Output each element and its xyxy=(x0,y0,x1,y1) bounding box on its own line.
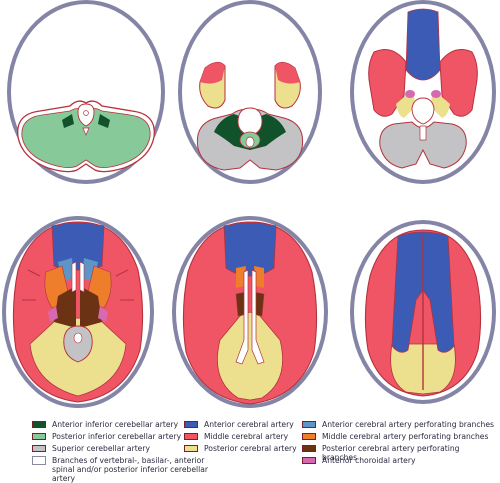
legend-item-aica: Anterior inferior cerebellar artery xyxy=(32,420,182,429)
swatch-pca-perf xyxy=(302,445,316,452)
legend-label: Superior cerebellar artery xyxy=(52,444,150,453)
legend-item-pca: Posterior cerebral artery xyxy=(184,444,304,453)
territory-achoa-left xyxy=(405,90,415,98)
swatch-pica xyxy=(32,433,46,440)
lateral-ventricles xyxy=(235,269,265,365)
territory-aca xyxy=(405,8,441,81)
legend-item-mca: Middle cerebral artery xyxy=(184,432,304,441)
swatch-mca-perf xyxy=(302,433,316,440)
legend-label: Anterior cerebral artery xyxy=(204,420,294,429)
legend-label: Posterior inferior cerebellar artery xyxy=(52,432,182,441)
territory-achoa xyxy=(48,306,108,322)
legend-label: Branches of vertebral-, basilar-, anteri… xyxy=(52,456,209,483)
legend-label: Anterior choroidal artery xyxy=(322,456,416,465)
swatch-branches xyxy=(32,456,46,465)
slice-6-high-convexity xyxy=(350,220,496,404)
aqueduct xyxy=(73,332,83,344)
territory-pca-perf xyxy=(54,286,102,328)
swatch-pca xyxy=(184,445,198,452)
territory-aca xyxy=(391,231,455,353)
territory-aica-left xyxy=(62,114,74,128)
swatch-aca-perf xyxy=(302,421,316,428)
legend-label: Middle cerebral artery perforating branc… xyxy=(322,432,489,441)
pons-core xyxy=(245,136,255,148)
legend-item-sca: Superior cerebellar artery xyxy=(32,444,182,453)
legend-item-aca-perf: Anterior cerebral artery perforating bra… xyxy=(302,420,496,429)
midbrain xyxy=(411,97,435,125)
legend-label: Anterior inferior cerebellar artery xyxy=(52,420,179,429)
legend-label: Posterior cerebral artery perforating br… xyxy=(322,444,460,462)
slice-5-ventricles xyxy=(172,216,328,408)
medulla-center xyxy=(83,110,89,116)
brainstem-section xyxy=(63,325,93,363)
territory-pca xyxy=(217,311,283,401)
legend-item-mca-perf: Middle cerebral artery perforating branc… xyxy=(302,432,496,441)
territory-mca-right xyxy=(439,49,478,117)
swatch-achoa xyxy=(302,457,316,464)
slice-3-midbrain xyxy=(350,0,496,184)
ventricles xyxy=(71,261,85,293)
territory-mca-left xyxy=(368,49,407,117)
legend-item-branches: Branches of vertebral-, basilar-, anteri… xyxy=(32,456,224,483)
slice-4-basal-ganglia xyxy=(2,216,154,408)
swatch-sca xyxy=(32,445,46,452)
territory-mca-right-pole xyxy=(275,62,300,84)
legend-item-aca: Anterior cerebral artery xyxy=(184,420,304,429)
territory-aca xyxy=(223,222,277,277)
legend-label: Posterior cerebral artery xyxy=(204,444,297,453)
territory-achoa-right xyxy=(431,90,441,98)
swatch-aica xyxy=(32,421,46,428)
territory-sca xyxy=(379,121,467,169)
swatch-mca xyxy=(184,433,198,440)
sulcus-lines xyxy=(22,269,134,301)
legend-item-achoa: Anterior choroidal artery xyxy=(302,456,496,465)
legend-label: Anterior cerebral artery perforating bra… xyxy=(322,420,494,429)
legend-label: Middle cerebral artery xyxy=(204,432,289,441)
legend-item-pca-perf: Posterior cerebral artery perforating br… xyxy=(302,444,496,462)
slice-1-medulla xyxy=(7,0,165,184)
fourth-ventricle xyxy=(82,127,90,136)
legend-item-pica: Posterior inferior cerebellar artery xyxy=(32,432,182,441)
vascular-territory-diagram xyxy=(2,0,496,408)
aqueduct xyxy=(419,125,427,141)
legend: Anterior inferior cerebellar artery Post… xyxy=(0,412,500,483)
territory-aica-right xyxy=(98,114,110,128)
territory-aca-perf xyxy=(58,258,98,282)
territory-pica xyxy=(21,108,151,168)
slice-2-pons xyxy=(178,0,322,184)
territory-mca-left-pole xyxy=(200,62,225,84)
swatch-aca xyxy=(184,421,198,428)
territory-mca-perf xyxy=(236,266,264,288)
